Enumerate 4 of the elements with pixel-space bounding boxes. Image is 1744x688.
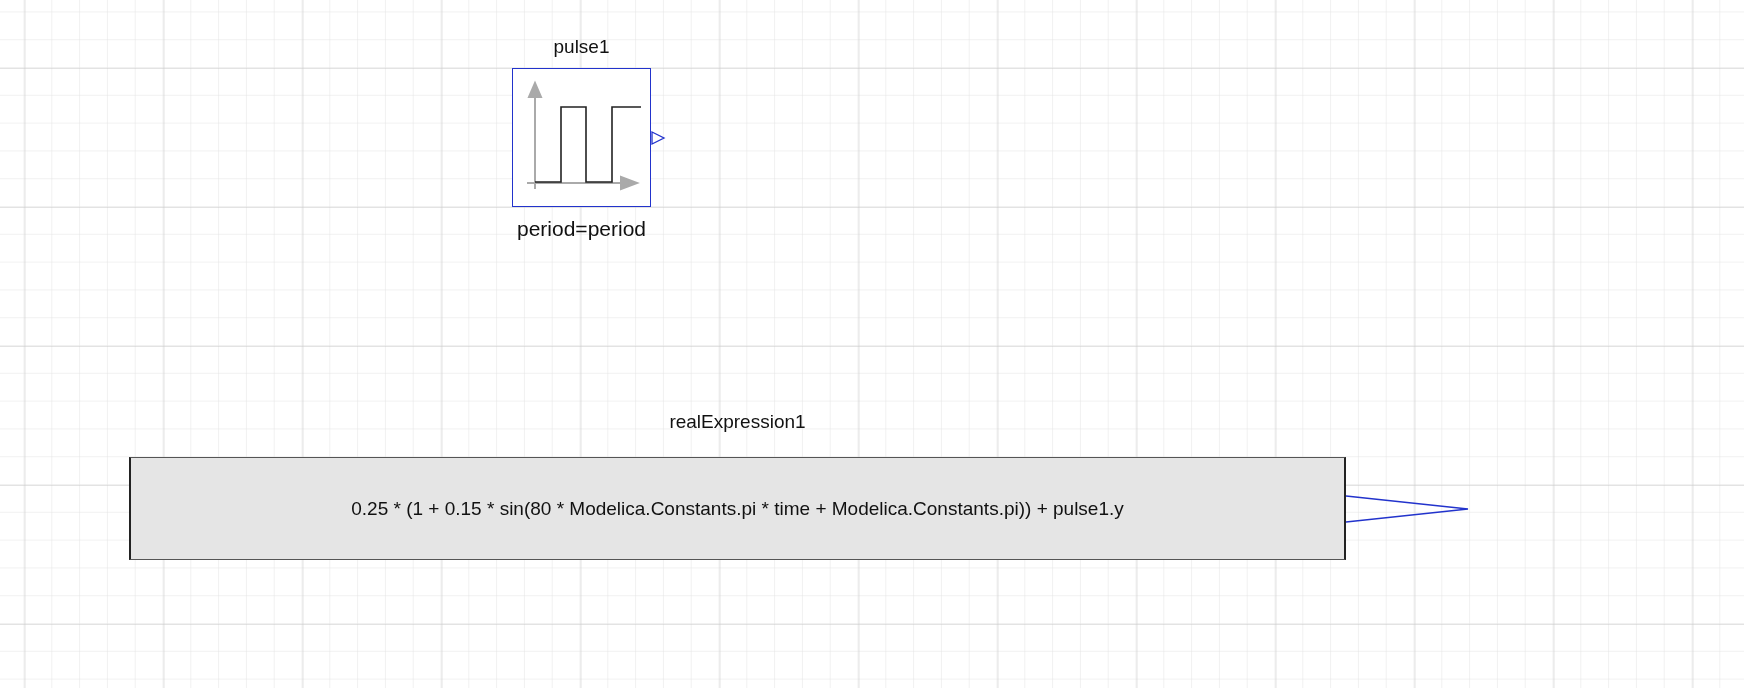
component-name-label: realExpression1 bbox=[669, 411, 806, 433]
parameter-label: period=period bbox=[517, 217, 646, 241]
expression-text: 0.25 * (1 + 0.15 * sin(80 * Modelica.Constants.pi * time + Modelica.Constants.pi)) + pulse1.y bbox=[351, 497, 1124, 520]
component-name-label: pulse1 bbox=[553, 36, 610, 58]
